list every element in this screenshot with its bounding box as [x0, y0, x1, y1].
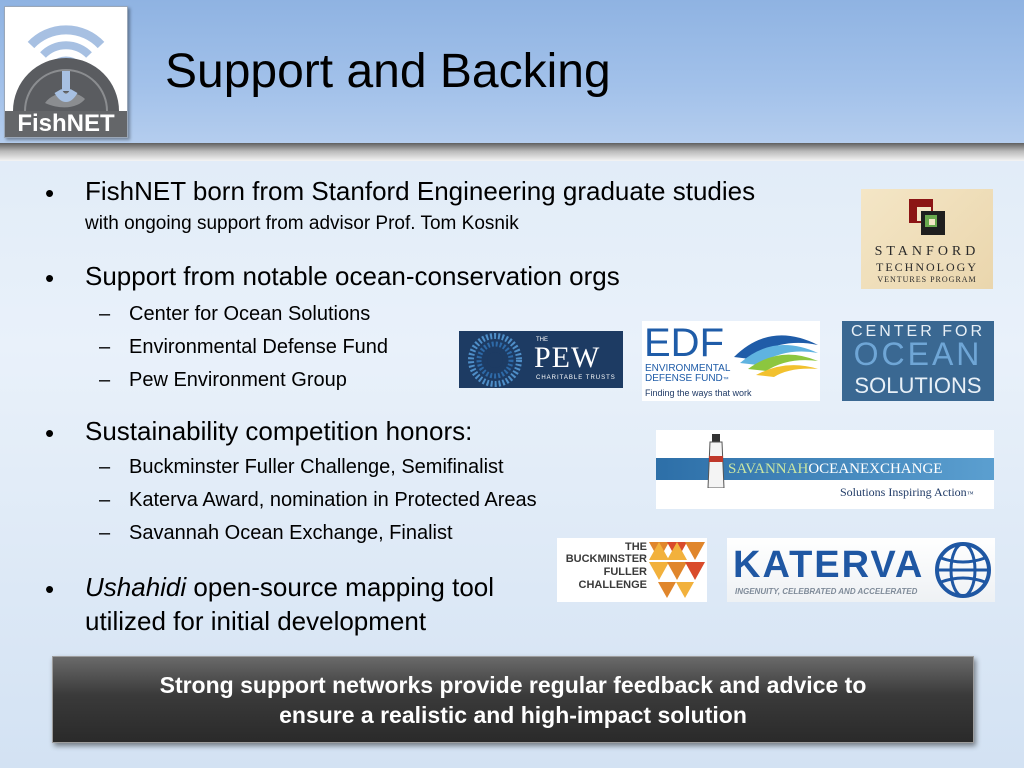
sub-bullet-text: Katerva Award, nomination in Protected A…: [129, 489, 537, 511]
stanford-emblem-icon: [909, 199, 945, 235]
stanford-logo-line2: TECHNOLOGY: [876, 260, 978, 274]
katerva-logo-tagline: INGENUITY, CELEBRATED AND ACCELERATED: [735, 587, 918, 596]
stanford-stvp-logo: STANFORD TECHNOLOGY VENTURES PROGRAM: [861, 189, 993, 289]
header-divider: [0, 143, 1024, 161]
bullet-marker: •: [45, 418, 55, 448]
bfc-logo-line4: CHALLENGE: [578, 579, 647, 591]
summary-banner: Strong support networks provide regular …: [52, 656, 974, 743]
sub-bullet-text: Center for Ocean Solutions: [129, 303, 371, 325]
bfc-triangles-icon: [649, 542, 705, 598]
center-for-ocean-solutions-logo: CENTER FOR OCEAN SOLUTIONS: [842, 321, 994, 401]
bfc-logo-line2: BUCKMINSTER: [565, 553, 647, 565]
sub-bullet-marker: –: [99, 489, 111, 511]
bullet-marker: •: [45, 263, 55, 293]
sub-bullet-text: Environmental Defense Fund: [129, 336, 389, 358]
sub-bullet-marker: –: [99, 369, 111, 391]
edf-wave-icon: [734, 335, 818, 377]
fishnet-logo: FishNET: [4, 6, 128, 138]
pew-logo-small-bottom: CHARITABLE TRUSTS: [536, 375, 616, 381]
savannah-logo-part1: SAVANNAH: [728, 461, 809, 477]
pew-logo-name: PEW: [534, 341, 601, 374]
edf-logo-line1: ENVIRONMENTAL: [645, 363, 731, 374]
summary-banner-line1: Strong support networks provide regular …: [159, 672, 867, 698]
pew-logo-small-top: THE: [536, 337, 548, 343]
slide-title: Support and Backing: [165, 45, 611, 98]
globe-icon: [935, 542, 991, 598]
sub-bullet-text: Pew Environment Group: [129, 369, 347, 391]
fishnet-signal-icon: [13, 25, 119, 111]
fishnet-logo-text: FishNET: [5, 111, 127, 137]
sub-bullet-marker: –: [99, 522, 111, 544]
bfc-logo-line3: FULLER: [603, 566, 647, 578]
bullet-marker: •: [45, 574, 55, 604]
edf-logo-tagline: Finding the ways that work: [645, 388, 752, 398]
pew-logo: THE PEW CHARITABLE TRUSTS: [459, 331, 623, 388]
summary-banner-line2: ensure a realistic and high-impact solut…: [279, 702, 747, 728]
edf-logo-line2: DEFENSE FUND™: [645, 373, 729, 384]
slide-header: [0, 0, 1024, 143]
sub-bullet-text: Savannah Ocean Exchange, Finalist: [129, 522, 453, 544]
sub-bullet-marker: –: [99, 456, 111, 478]
cos-logo-line1: CENTER FOR: [851, 323, 985, 340]
bullet-orgs-text: Support from notable ocean-conservation …: [85, 261, 620, 291]
katerva-logo: KATERVA INGENUITY, CELEBRATED AND ACCELE…: [727, 538, 995, 602]
bullet-ushahidi-line2: utilized for initial development: [85, 606, 427, 636]
savannah-logo-part2: OCEANEXCHANGE: [808, 461, 943, 477]
bullet-honors-text: Sustainability competition honors:: [85, 416, 473, 446]
sub-bullet-marker: –: [99, 336, 111, 358]
edf-logo-tm: ™: [722, 377, 729, 383]
sub-bullet-text: Buckminster Fuller Challenge, Semifinali…: [129, 456, 504, 478]
edf-logo: EDF ENVIRONMENTAL DEFENSE FUND™ Finding …: [642, 321, 820, 401]
edf-logo-line2-text: DEFENSE FUND: [645, 373, 723, 384]
buckminster-fuller-challenge-logo: THE BUCKMINSTER FULLER CHALLENGE: [557, 538, 707, 602]
cos-logo-line2: OCEAN: [853, 336, 983, 372]
savannah-tm: ™: [966, 490, 974, 498]
stanford-logo-line3: VENTURES PROGRAM: [877, 275, 977, 284]
stanford-logo-line1: STANFORD: [874, 244, 980, 259]
savannah-logo-name: SAVANNAHOCEANEXCHANGE: [728, 461, 942, 478]
bullet-marker: •: [45, 178, 55, 208]
ushahidi-name: Ushahidi: [85, 572, 187, 602]
katerva-logo-name: KATERVA: [733, 544, 925, 586]
savannah-tagline-text: Solutions Inspiring Action: [840, 485, 967, 499]
savannah-band: [656, 458, 994, 480]
savannah-logo-tagline: Solutions Inspiring Action™: [840, 485, 974, 500]
sub-bullet-marker: –: [99, 303, 111, 325]
lighthouse-icon: [707, 434, 725, 488]
bullet-ushahidi-text: Ushahidi open-source mapping tool: [85, 571, 494, 603]
bullet-stanford-text: FishNET born from Stanford Engineering g…: [85, 176, 756, 206]
ushahidi-description: open-source mapping tool: [186, 572, 495, 602]
bfc-logo-line1: THE: [625, 541, 647, 553]
bullet-stanford-subtext: with ongoing support from advisor Prof. …: [85, 213, 519, 234]
cos-logo-line3: SOLUTIONS: [854, 373, 982, 398]
edf-logo-abbr: EDF: [644, 321, 724, 365]
pew-sunburst-icon: [468, 333, 522, 387]
savannah-ocean-exchange-logo: SAVANNAHOCEANEXCHANGE Solutions Inspirin…: [656, 430, 994, 509]
